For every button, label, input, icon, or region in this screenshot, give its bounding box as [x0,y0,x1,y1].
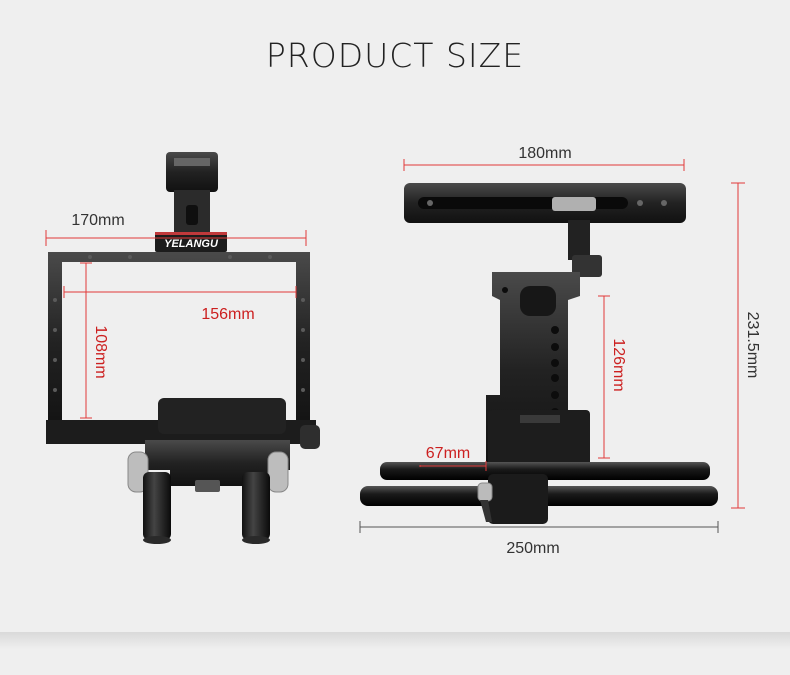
rod-offset-label: 67mm [426,445,470,462]
side-knob [300,425,320,449]
brand-label: YELANGU [164,238,219,250]
handle-riser [568,220,590,260]
side-rod-clamp [488,474,548,524]
inner-height-dimension: 108mm [80,262,109,419]
front-width-label: 170mm [71,212,124,229]
front-view-cage: YELANGU [46,152,320,544]
handle-length-label: 180mm [518,145,571,162]
rod-left [143,472,171,540]
floor-shadow [0,632,790,675]
total-height-label: 231.5mm [744,312,761,379]
rod-right [242,472,270,540]
plate-height-dimension: 126mm [598,295,627,459]
rod-length-dimension: 250mm [359,521,719,557]
side-base [488,410,590,472]
total-height-dimension: 231.5mm [731,182,761,509]
handle-length-dimension: 180mm [403,145,685,171]
inner-height-label: 108mm [92,325,109,378]
baseplate [158,398,286,434]
plate-height-label: 126mm [610,338,627,391]
side-view-cage [360,183,718,524]
rod-length-label: 250mm [506,540,559,557]
brand-plate [155,232,227,252]
front-width-dimension: 170mm [45,212,307,246]
rod-offset-dimension: 67mm [419,445,487,471]
clamp-knob-right [267,451,289,493]
page-title: PRODUCT SIZE [265,36,525,75]
inner-width-label: 156mm [201,306,254,323]
inner-width-dimension: 156mm [63,286,297,323]
